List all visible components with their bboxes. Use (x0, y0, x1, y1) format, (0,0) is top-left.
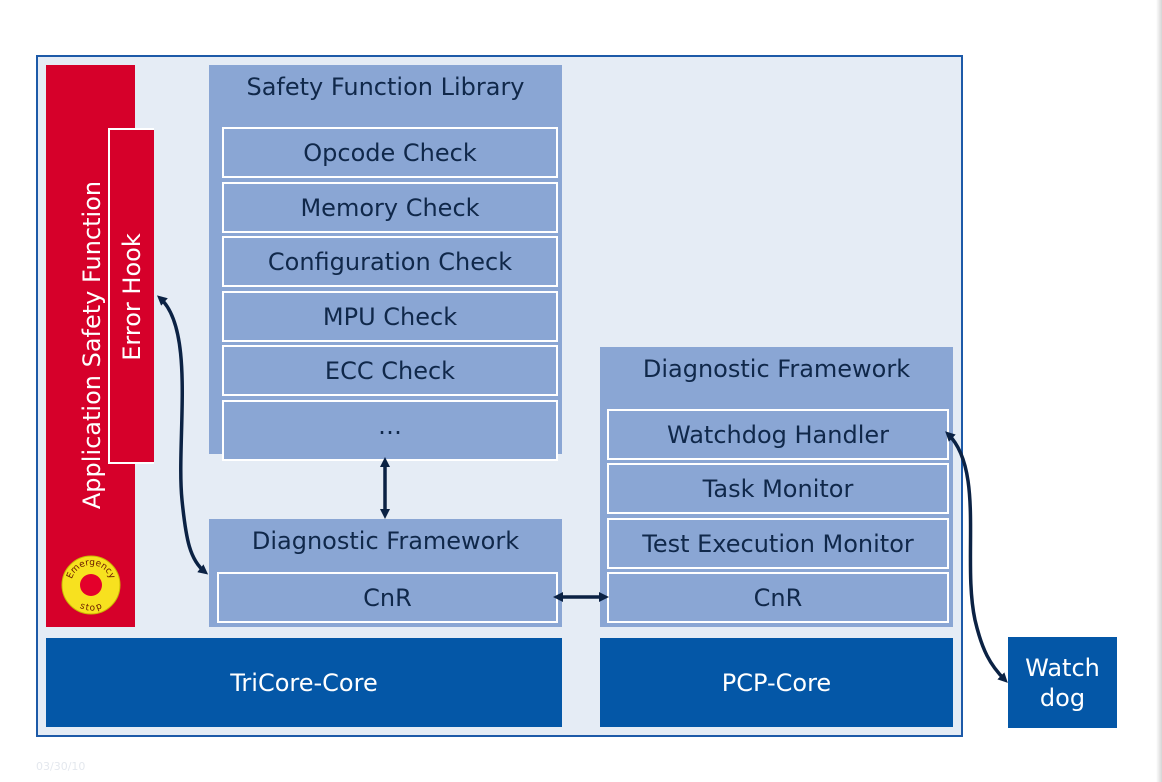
safety-function-library-title: Safety Function Library (246, 73, 525, 101)
diagnostic-framework-left-title: Diagnostic Framework (251, 527, 520, 555)
diagnostic-framework-right-title: Diagnostic Framework (642, 355, 911, 383)
task-monitor-item: Task Monitor (607, 463, 949, 514)
configuration-check-item: Configuration Check (222, 236, 558, 287)
cnr-left-item: CnR (217, 572, 558, 623)
memory-check-item: Memory Check (222, 182, 558, 233)
watchdog-handler-watchdog-arrow (945, 431, 1008, 683)
error-hook-block (108, 128, 154, 464)
cnr-right-item: CnR (607, 572, 949, 623)
error-hook-diagnostic-arrow (157, 295, 209, 575)
safety-function-library-panel: Safety Function Library Opcode Check Mem… (209, 65, 562, 461)
tricore-core-block: TriCore-Core (46, 638, 562, 727)
emergency-stop-icon: Emergency stop (61, 555, 121, 615)
more-checks-item: … (222, 400, 558, 461)
opcode-check-item: Opcode Check (222, 127, 558, 178)
mpu-check-item: MPU Check (222, 291, 558, 342)
pcp-core-block: PCP-Core (600, 638, 953, 727)
right-edge-shadow (1156, 0, 1162, 782)
diagnostic-framework-right-panel: Diagnostic Framework Watchdog Handler Ta… (600, 347, 953, 627)
watchdog-block: Watch dog (1008, 637, 1117, 728)
diagnostic-framework-left-panel: Diagnostic Framework CnR (209, 519, 562, 627)
footer-date: 03/30/10 (36, 760, 86, 773)
watchdog-handler-item: Watchdog Handler (607, 409, 949, 460)
ecc-check-item: ECC Check (222, 345, 558, 396)
test-execution-monitor-item: Test Execution Monitor (607, 518, 949, 569)
